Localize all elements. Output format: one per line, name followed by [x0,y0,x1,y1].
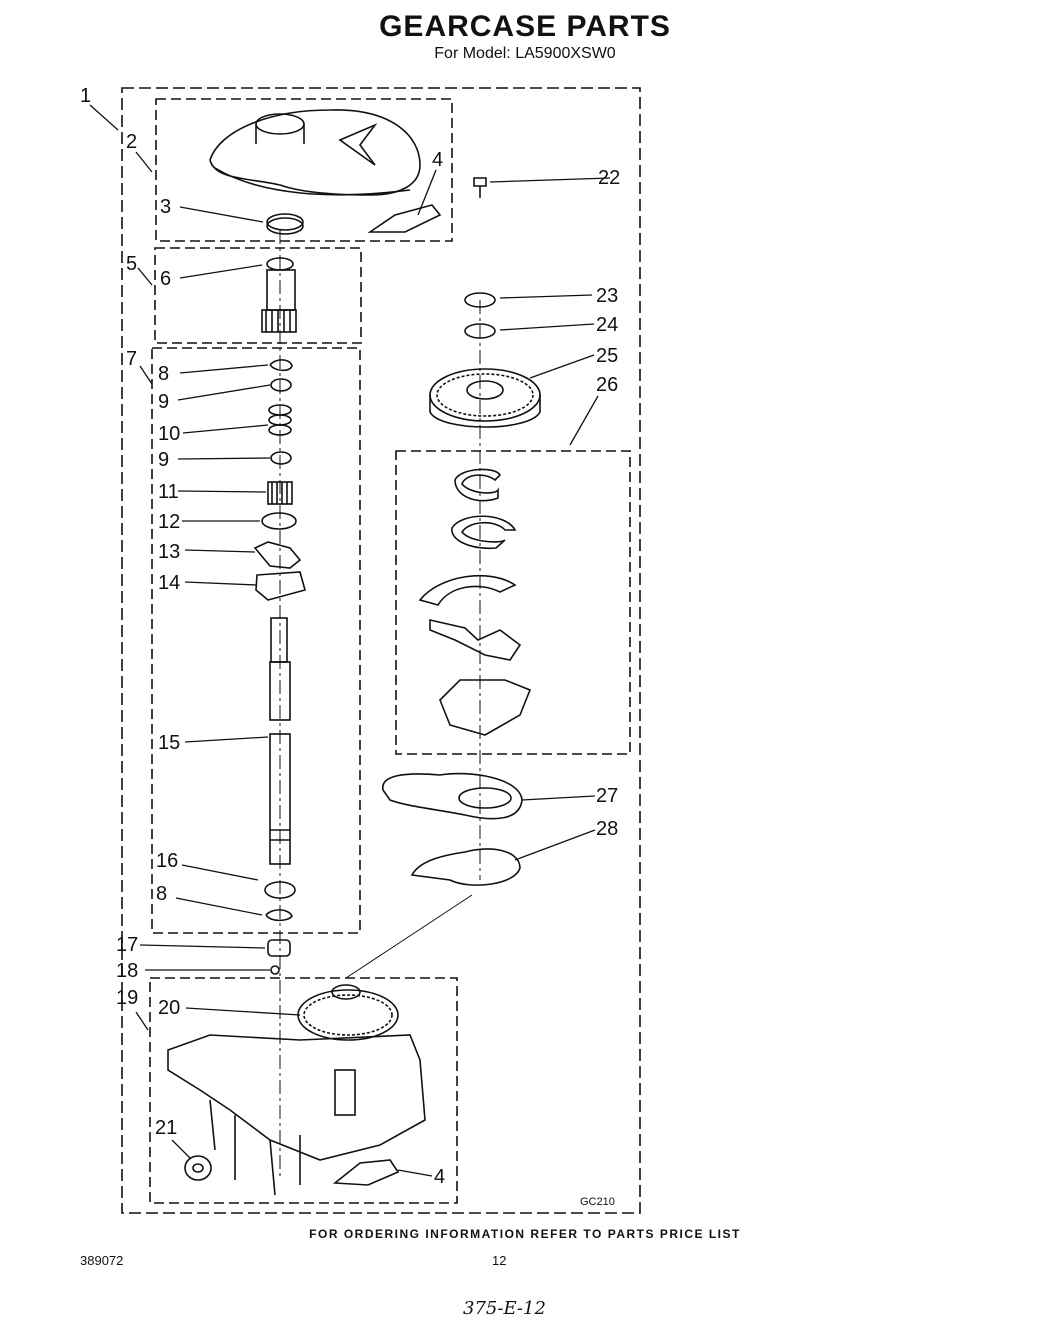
callout-10: 10 [158,423,180,445]
bearing-washer-part [264,881,296,899]
page-number: 12 [492,1253,507,1268]
large-gear-part [429,368,541,428]
callout-16: 16 [156,850,178,872]
ring-24-part [464,323,496,339]
connector-line [345,894,473,979]
callout-28: 28 [596,818,618,840]
cam-part [253,541,302,569]
agitator-shaft-part [269,617,291,865]
callout-4-top: 4 [432,149,443,171]
retaining-ring-part [269,359,293,372]
callout-9-top: 9 [158,391,169,413]
subassembly-frame-7 [151,347,361,934]
callout-19: 19 [116,987,138,1009]
callout-2: 2 [126,131,137,153]
screw-part [473,177,487,198]
callout-25: 25 [596,345,618,367]
shift-lever-part [429,618,522,661]
callout-4-lower: 4 [434,1166,445,1188]
callout-8-top: 8 [158,363,169,385]
clutch-plate-part [410,848,521,886]
shift-spring-part [454,468,501,502]
model-subtitle: For Model: LA5900XSW0 [434,45,616,62]
callout-27: 27 [596,785,618,807]
handwritten-note: 375-E-12 [463,1298,546,1319]
shift-plate-part [439,679,532,736]
actuator-part [382,772,523,820]
callout-9-lower: 9 [158,449,169,471]
callout-23: 23 [596,285,618,307]
gearcase-cover-part [209,109,421,196]
ball-part [270,965,280,975]
callout-13: 13 [158,541,180,563]
callout-15: 15 [158,732,180,754]
washer-lower-part [270,451,292,465]
callout-11: 11 [158,481,179,503]
page-title: GEARCASE PARTS [379,10,671,43]
grommet-part [184,1155,212,1181]
callout-18: 18 [116,960,138,982]
pinion-part [261,257,297,333]
callout-24: 24 [596,314,618,336]
sealant-tube-lower-part [332,1159,400,1186]
sealant-tube-part [367,204,442,233]
callout-1: 1 [80,85,91,107]
retaining-ring-lower-part [265,909,293,922]
callout-26: 26 [596,374,618,396]
callout-3: 3 [160,196,171,218]
gear-housing-part [167,984,426,1196]
callout-14: 14 [158,572,180,594]
subassembly-frame-5 [154,247,362,344]
ring-23-part [464,292,496,308]
diagram-code: GC210 [580,1196,615,1208]
subassembly-frame-2 [155,98,453,242]
callout-5: 5 [126,253,137,275]
clip-part [451,515,517,550]
seal-part [266,217,304,235]
clutch-part [255,571,306,601]
washer-part [270,378,292,392]
spring-part [268,404,292,436]
bushing-part [267,939,291,957]
callout-8-lower: 8 [156,883,167,905]
callout-17: 17 [116,934,138,956]
callout-12: 12 [158,511,180,533]
ordering-note: FOR ORDERING INFORMATION REFER TO PARTS … [309,1227,741,1241]
document-number: 389072 [80,1253,124,1268]
subassembly-frame-19 [149,977,458,1204]
thrust-washer-part [261,512,297,530]
callout-6: 6 [160,268,171,290]
callout-22: 22 [598,167,620,189]
subassembly-frame-26 [395,450,631,755]
drive-gear-part [267,481,293,505]
assembly-frame-1 [121,87,641,1214]
callout-20: 20 [158,997,180,1019]
callout-7: 7 [126,348,137,370]
callout-21: 21 [155,1117,177,1139]
shift-fork-part [418,574,517,606]
